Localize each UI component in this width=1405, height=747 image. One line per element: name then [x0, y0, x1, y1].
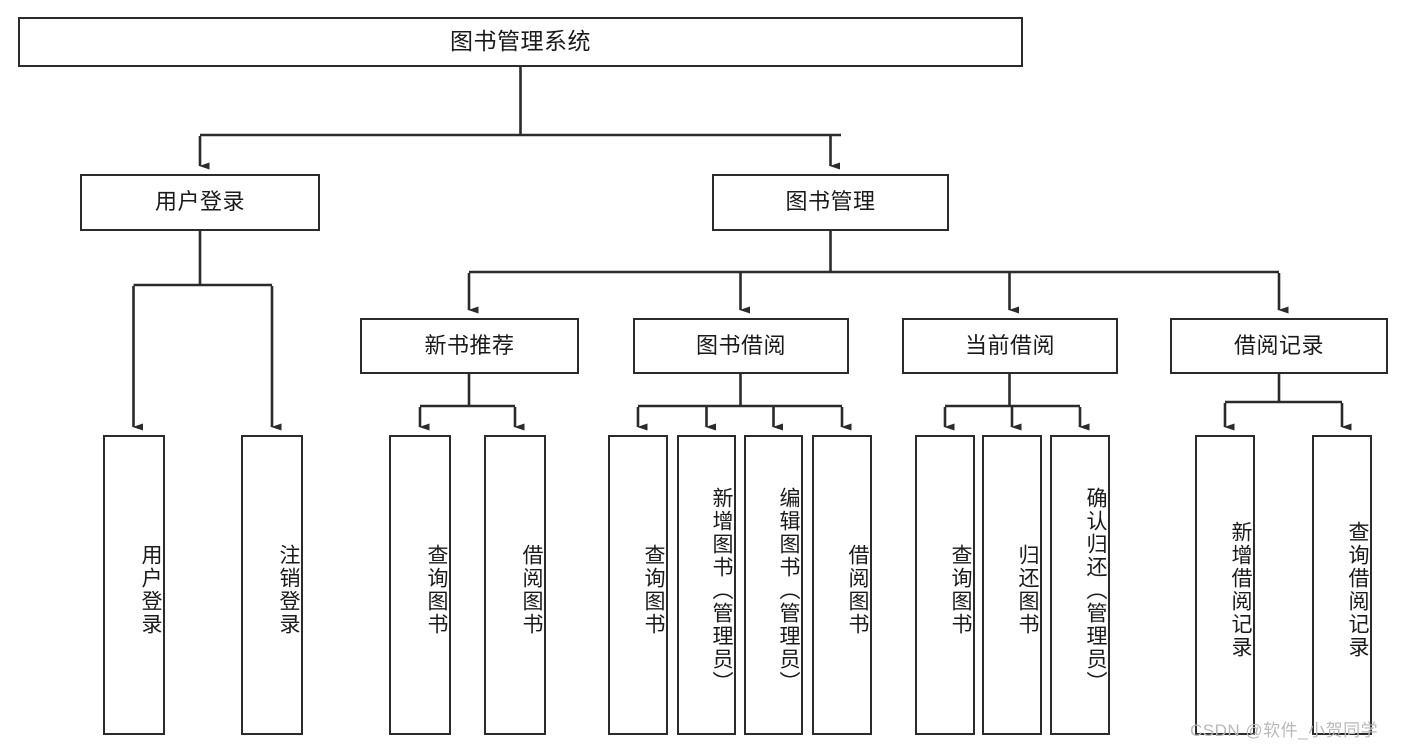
node-label: 图书管理 [785, 189, 876, 215]
node-label: 查询借阅记录 [1346, 521, 1369, 659]
node-label: 归还图书 [1016, 544, 1039, 636]
node-leaf-borrow-book[interactable]: 借阅图书 [812, 435, 872, 735]
watermark-text: CSDN @软件_小贺同学 [1190, 721, 1379, 740]
node-leaf-query-book-current[interactable]: 查询图书 [915, 435, 975, 735]
node-new-book-recommend[interactable]: 新书推荐 [360, 318, 579, 374]
node-leaf-query-book-rec[interactable]: 查询图书 [389, 435, 451, 735]
node-label: 当前借阅 [964, 332, 1055, 358]
node-label: 查询图书 [949, 544, 972, 636]
node-user-login[interactable]: 用户登录 [80, 174, 320, 231]
node-label: 注销登录 [277, 544, 300, 636]
node-borrow-records[interactable]: 借阅记录 [1170, 318, 1388, 374]
node-leaf-query-book-borrow[interactable]: 查询图书 [608, 435, 668, 735]
node-leaf-user-login[interactable]: 用户登录 [103, 435, 165, 735]
node-label: 新增借阅记录 [1229, 521, 1252, 659]
node-label: 用户登录 [154, 189, 245, 215]
node-leaf-confirm-return-admin[interactable]: 确认归还（管理员） [1050, 435, 1110, 735]
node-book-manage[interactable]: 图书管理 [712, 174, 949, 231]
node-label: 查询图书 [642, 544, 665, 636]
node-leaf-logout[interactable]: 注销登录 [241, 435, 303, 735]
node-leaf-add-book-admin[interactable]: 新增图书（管理员） [677, 435, 736, 735]
node-label: 确认归还（管理员） [1084, 486, 1107, 694]
node-label: 借阅图书 [846, 544, 869, 636]
node-label: 借阅记录 [1233, 332, 1324, 358]
node-label: 图书管理系统 [450, 28, 591, 55]
node-root-system[interactable]: 图书管理系统 [18, 17, 1023, 67]
node-label: 新增图书（管理员） [710, 486, 733, 694]
node-label: 图书借阅 [695, 332, 786, 358]
node-leaf-query-borrow-record[interactable]: 查询借阅记录 [1312, 435, 1372, 735]
node-label: 新书推荐 [424, 332, 515, 358]
node-label: 借阅图书 [520, 544, 543, 636]
node-leaf-return-book[interactable]: 归还图书 [982, 435, 1042, 735]
node-leaf-borrow-book-rec[interactable]: 借阅图书 [484, 435, 546, 735]
node-leaf-add-borrow-record[interactable]: 新增借阅记录 [1195, 435, 1255, 735]
node-label: 编辑图书（管理员） [777, 486, 800, 694]
node-leaf-edit-book-admin[interactable]: 编辑图书（管理员） [744, 435, 803, 735]
node-label: 用户登录 [139, 544, 162, 636]
node-book-borrow[interactable]: 图书借阅 [633, 318, 849, 374]
node-label: 查询图书 [425, 544, 448, 636]
node-current-borrow[interactable]: 当前借阅 [902, 318, 1118, 374]
